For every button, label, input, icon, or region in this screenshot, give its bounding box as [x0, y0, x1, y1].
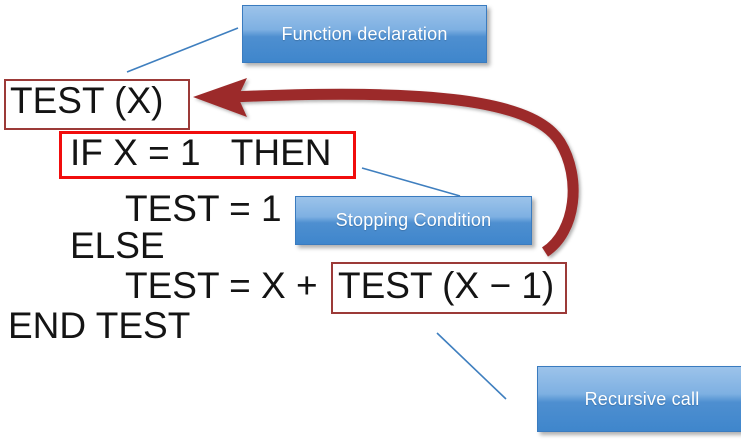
code-line-end: END TEST [8, 305, 191, 346]
callout-function-declaration-label: Function declaration [281, 23, 448, 44]
code-line-declaration: TEST (X) [10, 80, 164, 121]
callout-stopping-condition[interactable]: Stopping Condition [295, 196, 532, 245]
stopping-condition-highlight [59, 131, 356, 179]
callout-recursive-call[interactable]: Recursive call [537, 366, 741, 432]
callout-recursive-call-label: Recursive call [584, 388, 700, 409]
code-line-else: ELSE [70, 225, 165, 266]
callout-stopping-condition-label: Stopping Condition [335, 210, 492, 230]
code-line-test-assign-one: TEST = 1 [125, 188, 282, 229]
code-line-if: IF X = 1 THEN [70, 132, 332, 173]
callout-function-declaration[interactable]: Function declaration [242, 5, 487, 63]
code-line-recursive-call: TEST (X − 1) [338, 265, 555, 306]
recursive-call-highlight [331, 262, 567, 314]
declaration-highlight [4, 79, 190, 130]
code-line-test-assign-recursive: TEST = X + [125, 265, 328, 306]
